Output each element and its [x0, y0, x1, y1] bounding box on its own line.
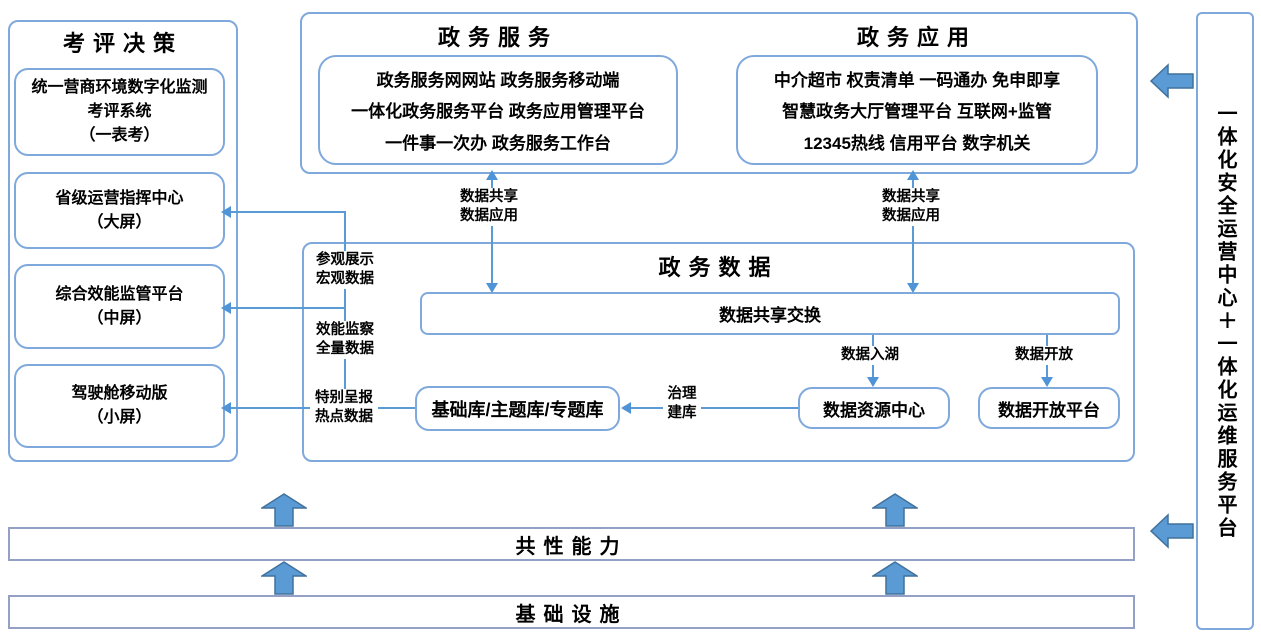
service-items-box: 政务服务网网站 政务服务移动端 一体化政务服务平台 政务应用管理平台 一件事一次… — [318, 55, 678, 165]
app-exchange-connector — [912, 179, 914, 287]
arrowhead-down-icon — [907, 283, 919, 293]
efficiency-platform-box: 综合效能监管平台 （中屏） — [14, 264, 225, 349]
arrowhead-left-icon — [221, 302, 231, 314]
monitoring-system-line2: 考评系统 — [87, 103, 152, 120]
app-items-box: 中介超市 权责清单 一码通办 免申即享 智慧政务大厅管理平台 互联网+监管 12… — [736, 55, 1098, 165]
data-exchange-label: 数据共享交换 — [719, 306, 821, 325]
arrowhead-up-icon — [486, 170, 498, 180]
share-apply-right-line2: 数据应用 — [882, 208, 940, 225]
app-items-line3: 12345热线 信用平台 数字机关 — [803, 133, 1031, 153]
base-library-label: 基础库/主题库/专题库 — [431, 399, 604, 420]
efficiency-platform-line1: 综合效能监管平台 — [55, 285, 184, 303]
cockpit-mobile-line1: 驾驶舱移动版 — [71, 385, 168, 402]
province-command-line2: （大屏） — [87, 213, 152, 231]
govern-build-line2: 建库 — [667, 405, 697, 422]
left-block-arrow-icon — [1150, 513, 1194, 549]
share-apply-left-line2: 数据应用 — [460, 208, 518, 225]
view-display-label: 参观展示 宏观数据 — [312, 251, 378, 290]
special-report-line1: 特别呈报 — [315, 390, 373, 406]
security-ops-bar-label: 一体化安全运营中心＋一体化运维服务平台 — [1214, 102, 1236, 540]
up-block-arrow-icon — [872, 493, 918, 527]
cockpit-mobile-line2: （小屏） — [87, 409, 152, 426]
security-ops-bar: 一体化安全运营中心＋一体化运维服务平台 — [1196, 12, 1254, 630]
evaluation-panel-title: 考评决策 — [62, 31, 183, 56]
data-panel-title: 政务数据 — [658, 255, 779, 280]
special-report-label: 特别呈报 热点数据 — [310, 389, 378, 428]
app-items-line2: 智慧政务大厅管理平台 互联网+监管 — [782, 102, 1052, 122]
efficiency-monitor-line1: 效能监察 — [316, 322, 374, 338]
cockpit-mobile-box: 驾驶舱移动版 （小屏） — [14, 364, 225, 448]
data-resource-center-box: 数据资源中心 — [798, 387, 950, 429]
to-command-center-connector — [230, 211, 346, 213]
service-exchange-connector — [491, 179, 493, 287]
monitoring-system-line1: 统一营商环境数字化监测 — [31, 79, 208, 96]
province-command-center-box: 省级运营指挥中心 （大屏） — [14, 172, 225, 249]
infrastructure-bar-label: 基础设施 — [515, 603, 628, 626]
efficiency-monitor-line2: 全量数据 — [316, 341, 374, 358]
arrowhead-down-icon — [1041, 377, 1053, 387]
app-items-line1: 中介超市 权责清单 一码通办 免申即享 — [773, 71, 1061, 91]
govern-build-label: 治理 建库 — [663, 385, 701, 424]
monitoring-system-box: 统一营商环境数字化监测 考评系统 （一表考） — [14, 68, 225, 156]
data-open-label: 数据开放 — [1012, 346, 1076, 366]
data-open-platform-label: 数据开放平台 — [998, 400, 1100, 420]
data-exchange-box: 数据共享交换 — [420, 292, 1120, 335]
share-apply-left-label: 数据共享 数据应用 — [454, 188, 524, 227]
province-command-line1: 省级运营指挥中心 — [55, 189, 184, 207]
data-lake-label: 数据入湖 — [838, 346, 902, 366]
arrowhead-left-icon — [621, 402, 631, 414]
up-block-arrow-icon — [872, 561, 918, 595]
service-title: 政务服务 — [437, 25, 558, 50]
base-library-box: 基础库/主题库/专题库 — [415, 386, 620, 431]
service-items-line1: 政务服务网网站 政务服务移动端 — [376, 71, 620, 91]
view-display-line1: 参观展示 — [316, 252, 374, 268]
view-display-line2: 宏观数据 — [316, 271, 374, 288]
capability-bar: 共性能力 — [8, 527, 1135, 561]
arrowhead-left-icon — [221, 206, 231, 218]
share-apply-right-line1: 数据共享 — [882, 189, 940, 205]
up-block-arrow-icon — [261, 561, 307, 595]
app-title: 政务应用 — [856, 25, 977, 50]
arrowhead-down-icon — [867, 377, 879, 387]
special-report-line2: 热点数据 — [315, 409, 373, 426]
govern-build-line1: 治理 — [667, 386, 697, 402]
arrowhead-down-icon — [486, 283, 498, 293]
share-apply-right-label: 数据共享 数据应用 — [876, 188, 946, 227]
data-open-text: 数据开放 — [1015, 347, 1073, 363]
up-block-arrow-icon — [261, 493, 307, 527]
efficiency-platform-line2: （中屏） — [87, 309, 152, 327]
monitoring-system-line3: （一表考） — [79, 127, 160, 144]
data-open-platform-box: 数据开放平台 — [978, 387, 1120, 429]
arrowhead-up-icon — [907, 170, 919, 180]
efficiency-monitor-label: 效能监察 全量数据 — [312, 321, 378, 360]
arrowhead-left-icon — [221, 402, 231, 414]
left-block-arrow-icon — [1150, 63, 1194, 99]
service-items-line3: 一件事一次办 政务服务工作台 — [385, 133, 611, 153]
govern-connector — [630, 407, 798, 409]
capability-bar-label: 共性能力 — [515, 535, 628, 558]
share-apply-left-line1: 数据共享 — [460, 189, 518, 205]
service-items-line2: 一体化政务服务平台 政务应用管理平台 — [351, 102, 645, 122]
data-resource-center-label: 数据资源中心 — [823, 400, 925, 420]
left-vertical-connector — [344, 211, 346, 409]
data-lake-text: 数据入湖 — [841, 347, 899, 363]
infrastructure-bar: 基础设施 — [8, 595, 1135, 629]
to-efficiency-platform-connector — [230, 307, 346, 309]
